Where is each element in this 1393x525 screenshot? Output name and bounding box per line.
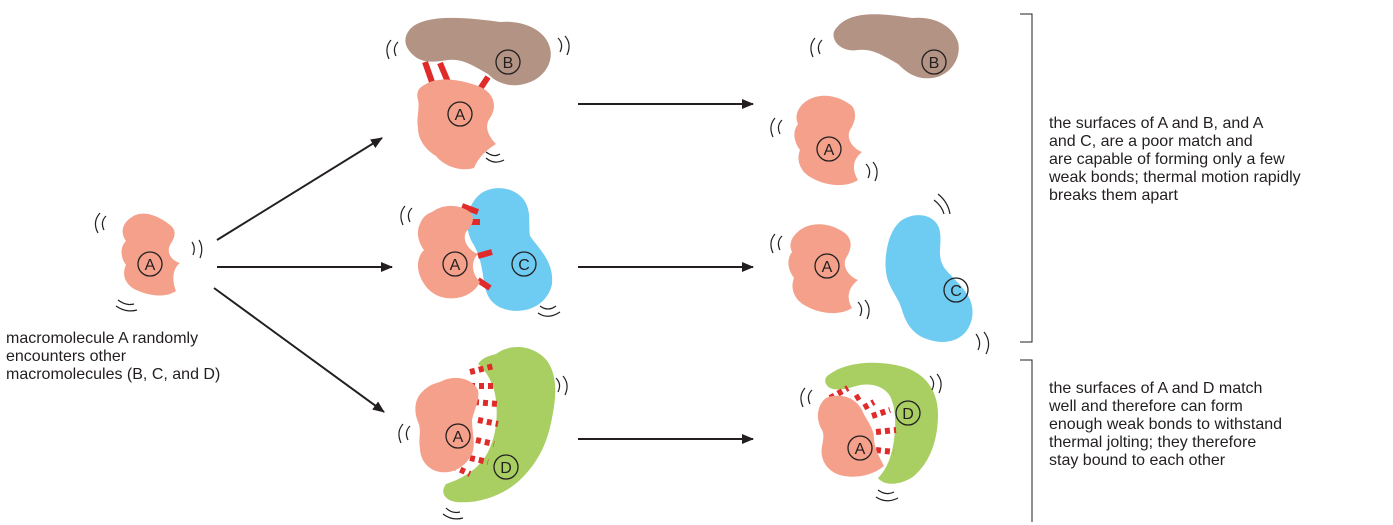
- complex-ab: B A: [387, 18, 569, 169]
- label-d-bound: D: [902, 406, 914, 423]
- label-c-free: C: [950, 283, 962, 300]
- caption-strong-binding: the surfaces of A and D match well and t…: [1049, 380, 1389, 470]
- separated-ac: A C: [771, 194, 989, 354]
- caption-left: macromolecule A randomly encounters othe…: [6, 330, 266, 384]
- label-b-free: B: [929, 55, 940, 72]
- label-a-complex-d: A: [453, 429, 464, 446]
- caption-weak-binding: the surfaces of A and B, and A and C, ar…: [1049, 115, 1389, 205]
- label-a-free-b: A: [824, 142, 835, 159]
- bracket-strong: [1020, 360, 1032, 522]
- label-a-bound: A: [855, 441, 866, 458]
- label-b-complex: B: [503, 55, 514, 72]
- label-a-free-c: A: [822, 259, 833, 276]
- molecule-a-start: A: [95, 213, 201, 311]
- label-a-complex-c: A: [450, 257, 461, 274]
- bound-ad: A D: [801, 363, 941, 501]
- label-a-start: A: [145, 257, 156, 274]
- label-a-complex-b: A: [455, 107, 466, 124]
- complex-ad: A D: [399, 347, 567, 519]
- complex-ac: A C: [401, 188, 560, 316]
- bracket-weak: [1020, 14, 1032, 342]
- arrow-to-ab: [217, 138, 382, 240]
- label-c-complex: C: [518, 257, 530, 274]
- label-d-complex: D: [500, 460, 512, 477]
- separated-ab: B A: [771, 14, 959, 185]
